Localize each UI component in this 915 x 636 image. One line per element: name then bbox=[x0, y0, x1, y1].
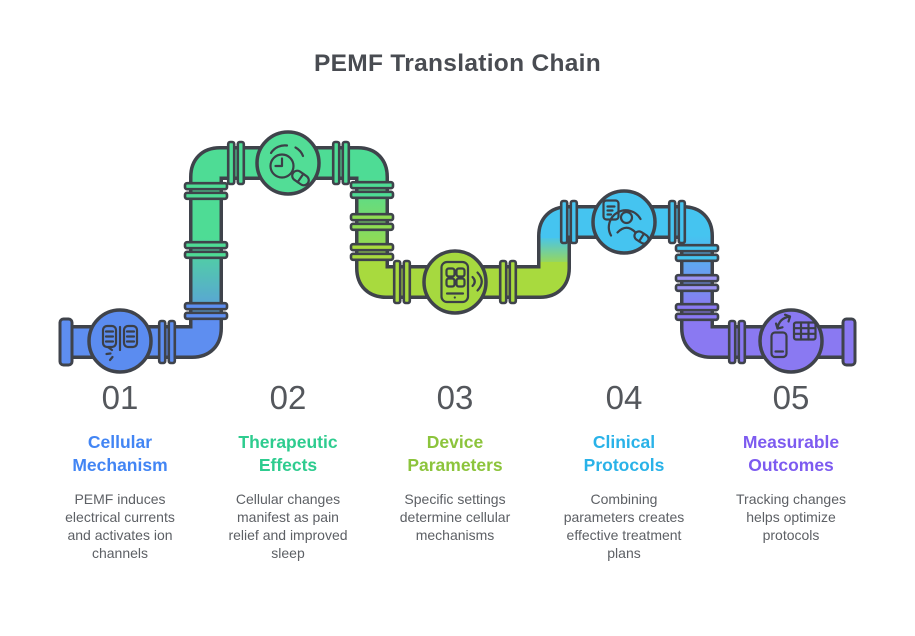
step-column-2: 02 Therapeutic Effects Cellular changes … bbox=[206, 378, 370, 563]
pipe-purple bbox=[683, 316, 846, 356]
right-end-cap bbox=[841, 317, 857, 367]
step-column-1: 01 Cellular Mechanism PEMF induces elect… bbox=[38, 378, 202, 563]
step-number: 03 bbox=[436, 379, 474, 416]
device-signal-icon bbox=[440, 260, 483, 304]
step-number: 04 bbox=[605, 379, 643, 416]
step-title: Therapeutic Effects bbox=[238, 431, 338, 476]
page-title: PEMF Translation Chain bbox=[313, 50, 602, 77]
step-description: Tracking changes helps optimize protocol… bbox=[736, 490, 846, 544]
step-title: Measurable Outcomes bbox=[742, 431, 840, 476]
step-description: PEMF induces electrical currents and act… bbox=[65, 490, 175, 562]
step-column-5: 05 Measurable Outcomes Tracking changes … bbox=[709, 378, 873, 544]
step-description: Specific settings determine cellular mec… bbox=[399, 490, 511, 544]
node-05 bbox=[758, 308, 824, 374]
step-title: Device Parameters bbox=[407, 431, 503, 476]
step-number: 01 bbox=[101, 379, 139, 416]
pipe-blue bbox=[66, 316, 220, 356]
sync-devices-icon bbox=[770, 313, 817, 359]
left-end-cap bbox=[58, 317, 74, 367]
step-column-4: 04 Clinical Protocols Combining paramete… bbox=[542, 378, 706, 563]
ion-channels-icon bbox=[101, 324, 139, 362]
step-description: Cellular changes manifest as pain relief… bbox=[228, 490, 348, 562]
step-title: Cellular Mechanism bbox=[72, 431, 168, 476]
step-column-3: 03 Device Parameters Specific settings d… bbox=[373, 378, 537, 544]
node-02 bbox=[255, 130, 321, 196]
step-title: Clinical Protocols bbox=[583, 431, 665, 476]
pipe-end-caps bbox=[58, 317, 857, 367]
step-number: 05 bbox=[772, 379, 810, 416]
step-number: 02 bbox=[269, 379, 307, 416]
pipe-joints bbox=[157, 140, 747, 365]
clock-pill-icon bbox=[269, 144, 310, 187]
step-description: Combining parameters creates effective t… bbox=[563, 490, 685, 562]
clipboard-person-pill-icon bbox=[602, 199, 650, 245]
